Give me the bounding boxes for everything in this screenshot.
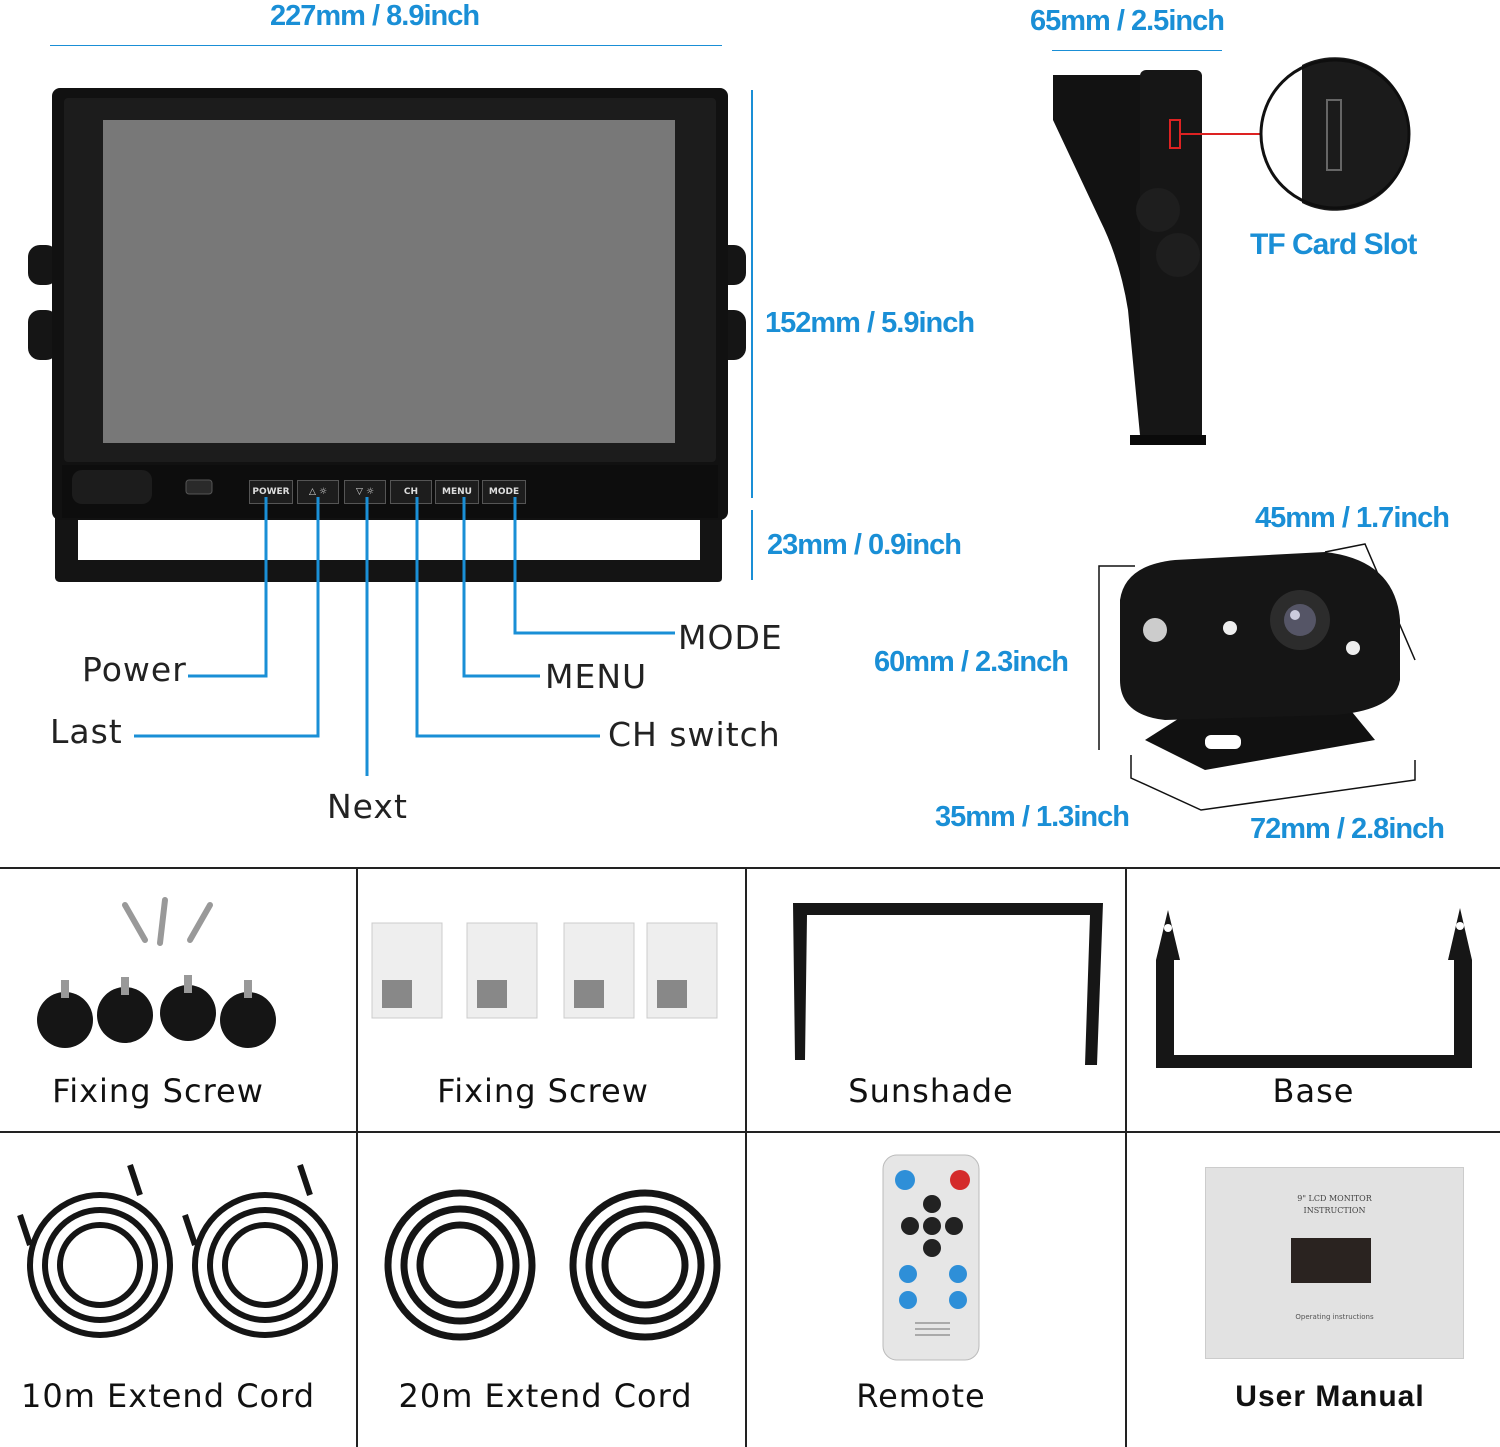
side-view-illustration <box>1053 57 1411 445</box>
camera-depth-label: 45mm / 1.7inch <box>1255 502 1450 534</box>
monitor-width-label: 227mm / 8.9inch <box>270 0 480 32</box>
grid-col-divider <box>1125 867 1127 1447</box>
screw-bags-illustration <box>371 922 718 1019</box>
camera-base-depth-label: 35mm / 1.3inch <box>935 801 1130 833</box>
accessory-label: 20m Extend Cord <box>398 1377 693 1415</box>
last-button[interactable]: △ ☼ <box>297 480 339 504</box>
grid-col-divider <box>745 867 747 1447</box>
accessory-label: Remote <box>856 1377 986 1415</box>
side-depth-label: 65mm / 2.5inch <box>1030 5 1225 37</box>
grid-col-divider <box>356 867 358 1447</box>
side-dimension-line <box>1052 50 1222 51</box>
dimension-line <box>50 45 722 46</box>
accessory-label: Base <box>1272 1072 1355 1110</box>
10m-cord-illustration <box>17 1164 338 1338</box>
power-button[interactable]: POWER <box>249 480 293 504</box>
menu-button[interactable]: MENU <box>435 480 479 504</box>
ch-callout: CH switch <box>608 715 781 754</box>
accessory-label: Sunshade <box>848 1072 1014 1110</box>
grid-middle-border <box>0 1131 1500 1133</box>
20m-cord-illustration <box>384 1189 721 1341</box>
monitor-height-label: 152mm / 5.9inch <box>765 307 975 339</box>
manual-cover: 9" LCD MONITOR INSTRUCTION Operating ins… <box>1205 1167 1464 1359</box>
callout-lines <box>134 90 753 776</box>
accessory-label: Fixing Screw <box>52 1072 264 1110</box>
ch-button[interactable]: CH <box>390 480 432 504</box>
sunshade-illustration <box>793 903 1103 1065</box>
camera-width-label: 72mm / 2.8inch <box>1250 813 1445 845</box>
accessory-label: 10m Extend Cord <box>20 1377 316 1415</box>
base-illustration <box>1156 908 1472 1068</box>
accessory-label: User Manual <box>1235 1380 1425 1413</box>
last-callout: Last <box>50 712 123 751</box>
menu-callout: MENU <box>545 657 648 696</box>
grid-top-border <box>0 867 1500 869</box>
monitor-bracket-label: 23mm / 0.9inch <box>767 529 962 561</box>
monitor-left-knobs <box>28 245 58 360</box>
manual-title: 9" LCD MONITOR <box>1297 1194 1372 1203</box>
monitor-illustration <box>28 88 746 582</box>
remote-illustration <box>882 1154 980 1361</box>
screws-knobs-illustration <box>37 897 276 1048</box>
camera-illustration <box>1098 543 1416 811</box>
camera-height-label: 60mm / 2.3inch <box>874 646 1069 678</box>
mode-button[interactable]: MODE <box>482 480 526 504</box>
accessory-label: Fixing Screw <box>437 1072 649 1110</box>
power-callout: Power <box>82 650 187 689</box>
manual-subtitle: INSTRUCTION <box>1303 1206 1366 1215</box>
next-callout: Next <box>327 787 408 826</box>
manual-monitor-image <box>1291 1238 1371 1283</box>
manual-footer: Operating instructions <box>1295 1313 1374 1321</box>
tf-card-slot-label: TF Card Slot <box>1250 228 1417 261</box>
next-button[interactable]: ▽ ☼ <box>344 480 386 504</box>
mode-callout: MODE <box>678 618 783 657</box>
